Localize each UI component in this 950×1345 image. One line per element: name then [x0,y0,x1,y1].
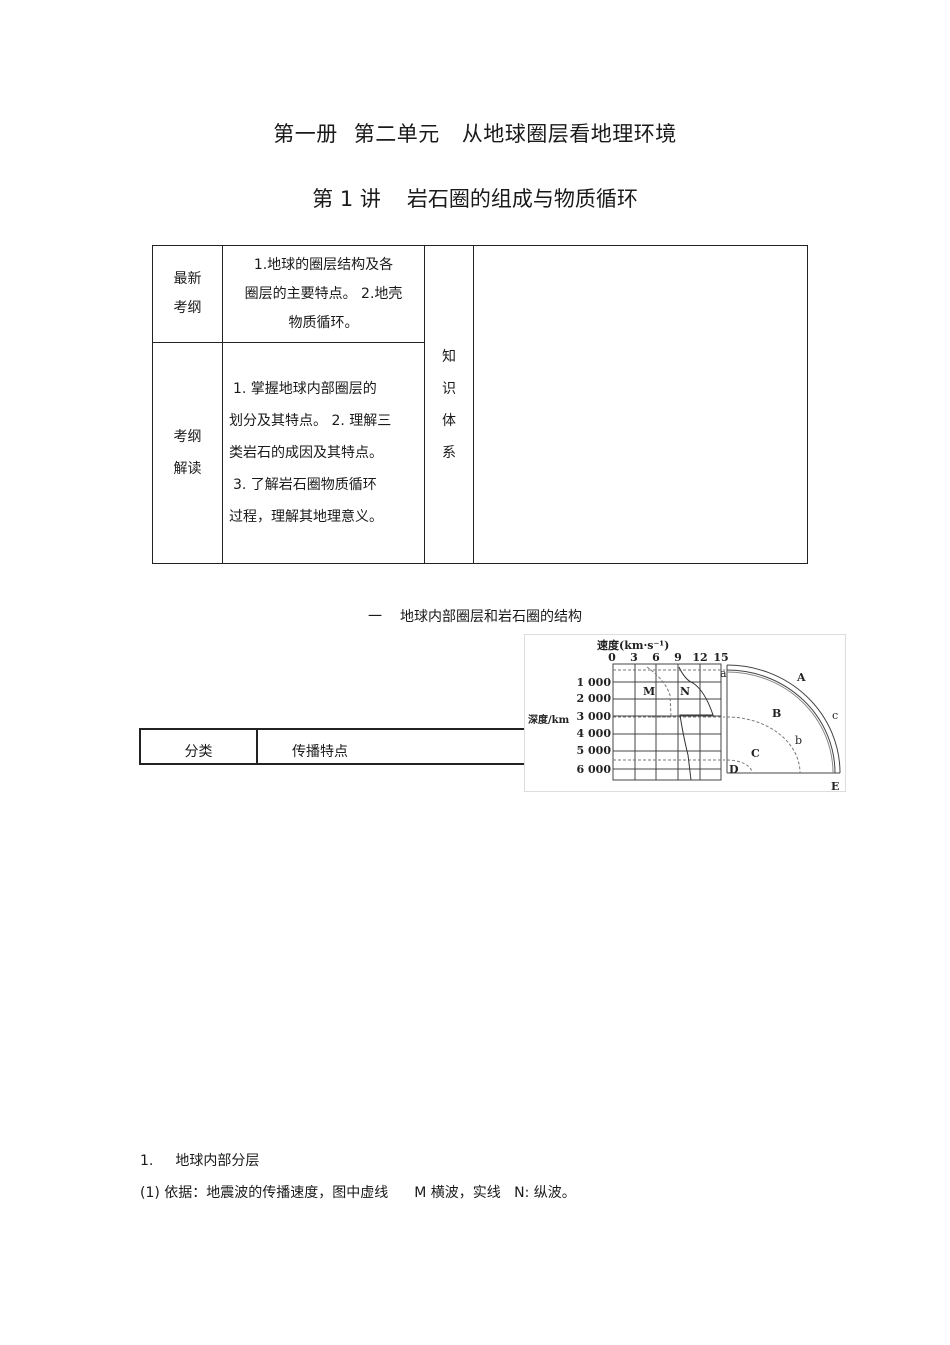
content-line: 3. 了解岩石圈物质循环 [233,477,377,493]
curve-label-m: M [643,685,655,698]
vertical-char: 系 [442,444,456,461]
basis-text: (1) 依据：地震波的传播速度，图中虚线 [140,1185,389,1201]
knowledge-system-label: 知 识 体 系 [424,245,474,564]
lesson-topic: 岩石圈的组成与物质循环 [406,187,638,211]
latest-syllabus-content: 1.地球的圈层结构及各 圈层的主要特点。 2.地壳 物质循环。 [222,245,425,343]
page-title: 第一册第二单元从地球圈层看地理环境 [0,118,950,148]
x-tick: 0 [608,651,616,664]
x-axis-title: 速度(km·s⁻¹) [597,638,669,652]
section-title: 地球内部圈层和岩石圈的结构 [400,609,582,625]
earth-structure-diagram: 速度(km·s⁻¹) 0 3 6 9 12 15 1 000 2 000 3 0… [528,638,841,793]
syllabus-interpretation-label: 考纲 解读 [152,342,223,564]
x-tick: 15 [713,651,728,664]
section-heading: 一 地球内部圈层和岩石圈的结构 [368,606,582,626]
label-line: 解读 [173,461,202,477]
content-line: 类岩石的成因及其特点。 [229,445,383,461]
layer-label-b: B [772,707,781,720]
layer-label-a: A [796,671,806,684]
content-line: 圈层的主要特点。 2.地壳 [244,285,403,302]
seismic-wave-figure: 速度(km·s⁻¹) 0 3 6 9 12 15 1 000 2 000 3 0… [524,634,846,793]
content-line: 1.地球的圈层结构及各 [253,256,394,273]
item-number: 1. [140,1153,154,1169]
item-earth-layers: 1. 地球内部分层 [140,1150,259,1170]
boundary-label-b: b [795,734,802,747]
item-basis: (1) 依据：地震波的传播速度，图中虚线 M 横波，实线 N: 纵波。 [140,1182,576,1202]
label-line: 考纲 [173,429,202,445]
syllabus-interpretation-content: 1. 掌握地球内部圈层的 划分及其特点。 2. 理解三 类岩石的成因及其特点。 … [222,342,425,564]
y-tick: 6 000 [577,763,612,776]
vertical-char: 体 [442,412,456,429]
basis-m: M 横波，实线 [414,1185,501,1201]
lesson-number: 第 1 讲 [312,187,381,211]
item-title: 地球内部分层 [175,1153,260,1169]
content-line: 1. 掌握地球内部圈层的 [233,381,377,397]
layer-label-d: D [729,763,739,776]
curve-label-n: N [680,685,690,698]
boundary-label-a: a [720,667,727,680]
layer-label-c: C [751,747,760,760]
x-tick: 12 [692,651,707,664]
header-category: 分类 [139,728,258,765]
header-propagation: 传播特点 [256,728,562,765]
lesson-title: 第 1 讲 岩石圈的组成与物质循环 [0,183,950,213]
outline-table: 最新 考纲 1.地球的圈层结构及各 圈层的主要特点。 2.地壳 物质循环。 知 … [152,245,808,564]
y-tick: 2 000 [577,692,612,705]
y-tick: 1 000 [577,676,612,689]
content-line: 划分及其特点。 2. 理解三 [229,413,392,429]
title-unit: 第二单元 [353,122,440,146]
boundary-label-c: c [832,709,838,722]
section-number: 一 [368,609,382,625]
classification-table: 分类 传播特点 [139,728,562,765]
label-line: 最新 [173,271,202,287]
content-line: 物质循环。 [288,314,359,331]
x-tick: 9 [674,651,682,664]
content-line: 过程，理解其地理意义。 [229,509,383,525]
title-topic: 从地球圈层看地理环境 [461,122,677,146]
y-axis-title: 深度/km [528,713,570,726]
vertical-char: 知 [442,348,456,365]
vertical-char: 识 [442,380,456,397]
x-tick: 3 [630,651,638,664]
basis-n: N: 纵波。 [514,1185,576,1201]
title-volume: 第一册 [273,122,338,146]
x-tick: 6 [652,651,660,664]
y-tick: 3 000 [577,710,612,723]
knowledge-system-content [473,245,808,564]
y-tick: 4 000 [577,727,612,740]
latest-syllabus-label: 最新 考纲 [152,245,223,343]
y-tick: 5 000 [577,744,612,757]
label-line: 考纲 [173,300,202,316]
layer-label-e: E [831,780,839,791]
